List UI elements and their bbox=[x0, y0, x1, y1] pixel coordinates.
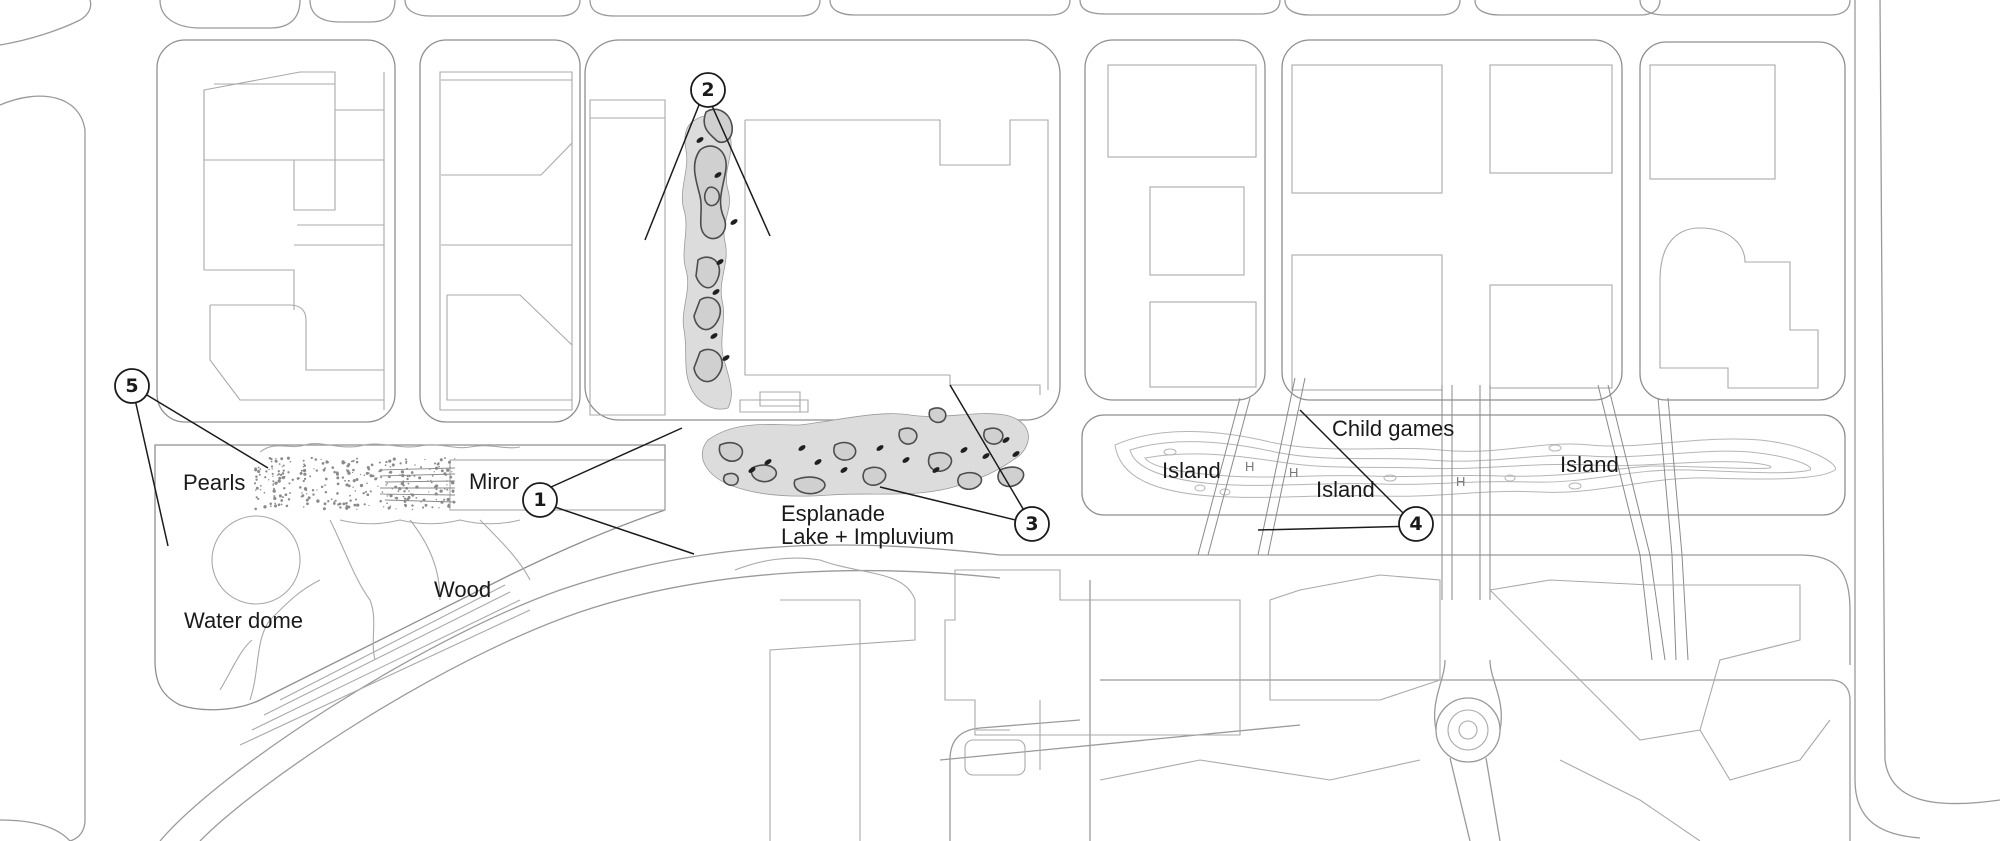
marker-3[interactable]: 3 bbox=[1014, 506, 1050, 542]
city-blocks-south bbox=[734, 557, 1831, 841]
label-water-dome: Water dome bbox=[184, 608, 303, 633]
west-park bbox=[154, 443, 666, 711]
marker-1[interactable]: 1 bbox=[522, 482, 558, 518]
label-island-middle: Island bbox=[1316, 477, 1375, 502]
svg-text:3: 3 bbox=[1025, 513, 1038, 535]
marker-2[interactable]: 2 bbox=[690, 72, 726, 108]
label-h-2: H bbox=[1289, 465, 1298, 480]
island-park bbox=[1081, 414, 1846, 516]
label-lake-impluvium: Lake + Impluvium bbox=[781, 524, 954, 549]
label-island-left: Island bbox=[1162, 458, 1221, 483]
marker-4[interactable]: 4 bbox=[1398, 506, 1434, 542]
bridges bbox=[1197, 377, 1689, 661]
label-miror: Miror bbox=[469, 469, 519, 494]
svg-text:1: 1 bbox=[533, 489, 546, 511]
pearls-dots bbox=[253, 456, 456, 511]
water-garden bbox=[681, 108, 1029, 497]
city-blocks-west bbox=[156, 39, 1061, 423]
label-child-games: Child games bbox=[1332, 416, 1454, 441]
city-blocks-east bbox=[1084, 39, 1846, 401]
label-esplanade: Esplanade bbox=[781, 501, 885, 526]
svg-text:4: 4 bbox=[1409, 513, 1422, 535]
marker-5[interactable]: 5 bbox=[114, 368, 150, 404]
roundabout bbox=[1434, 659, 1502, 841]
label-h-1: H bbox=[1245, 459, 1254, 474]
leader-lines bbox=[131, 89, 1417, 555]
label-pearls: Pearls bbox=[183, 470, 245, 495]
miror-lines bbox=[379, 467, 456, 503]
label-h-3: H bbox=[1456, 474, 1465, 489]
svg-text:2: 2 bbox=[701, 79, 714, 101]
label-wood: Wood bbox=[434, 577, 491, 602]
label-island-right: Island bbox=[1560, 452, 1619, 477]
svg-text:5: 5 bbox=[125, 375, 138, 397]
